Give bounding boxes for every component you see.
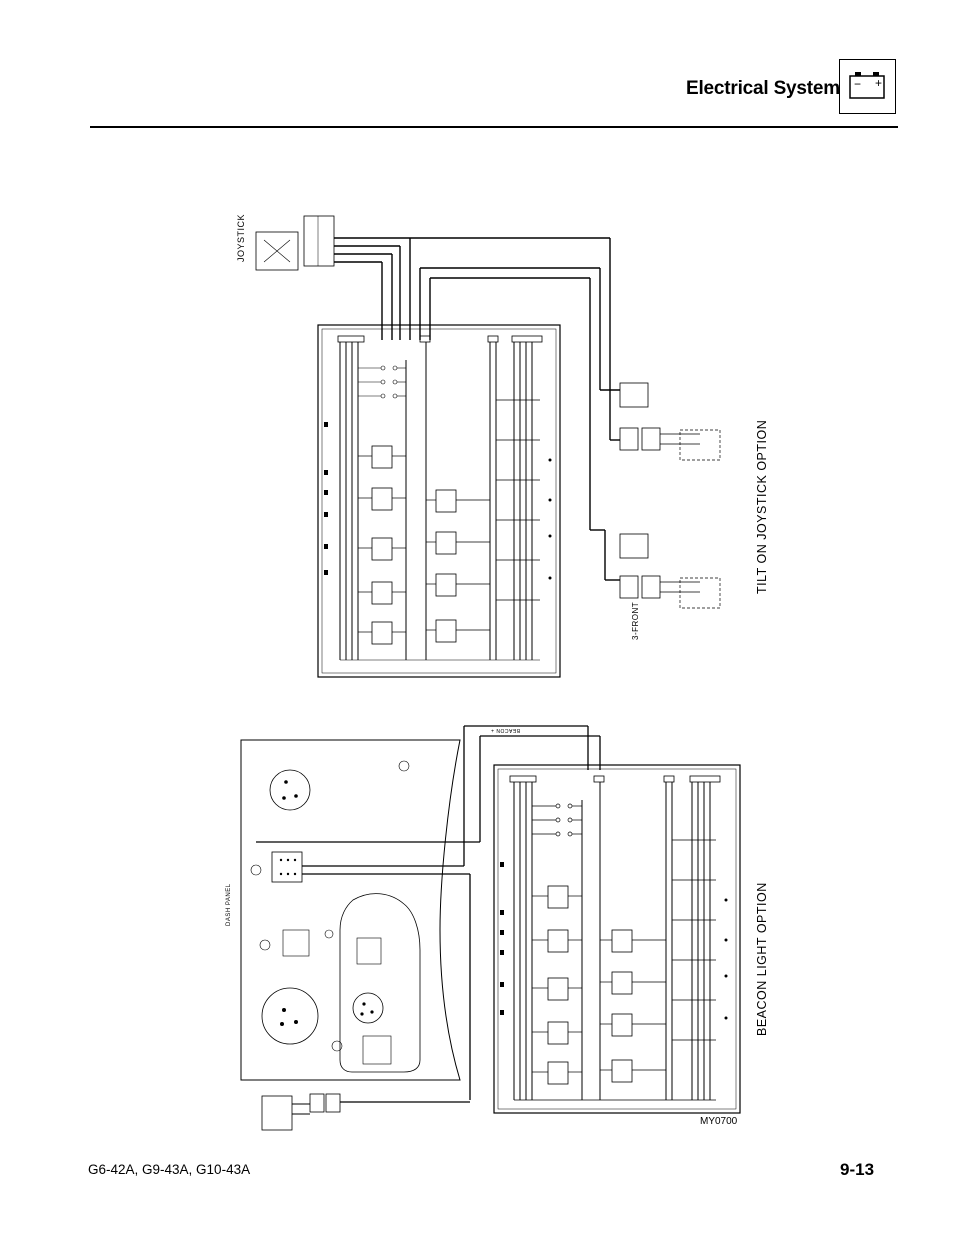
header-rule [90, 126, 898, 128]
connector-label: 3-FRONT [631, 601, 640, 640]
page-title: Electrical System [686, 78, 840, 99]
dash-panel-label: DASH PANEL [226, 883, 232, 926]
beacon-wire-label: BEACON + [490, 727, 520, 733]
battery-plus: + [875, 76, 883, 90]
battery-icon: − + [839, 59, 896, 114]
battery-minus: − [854, 77, 862, 91]
model-list: G6-42A, G9-43A, G10-43A [88, 1162, 251, 1177]
beacon-option-label: BEACON LIGHT OPTION [755, 882, 769, 1036]
tilt-option-label: TILT ON JOYSTICK OPTION [755, 419, 769, 594]
page-number: 9-13 [840, 1160, 875, 1179]
figure-id: MY0700 [700, 1116, 738, 1127]
joystick-label: JOYSTICK [236, 213, 246, 262]
